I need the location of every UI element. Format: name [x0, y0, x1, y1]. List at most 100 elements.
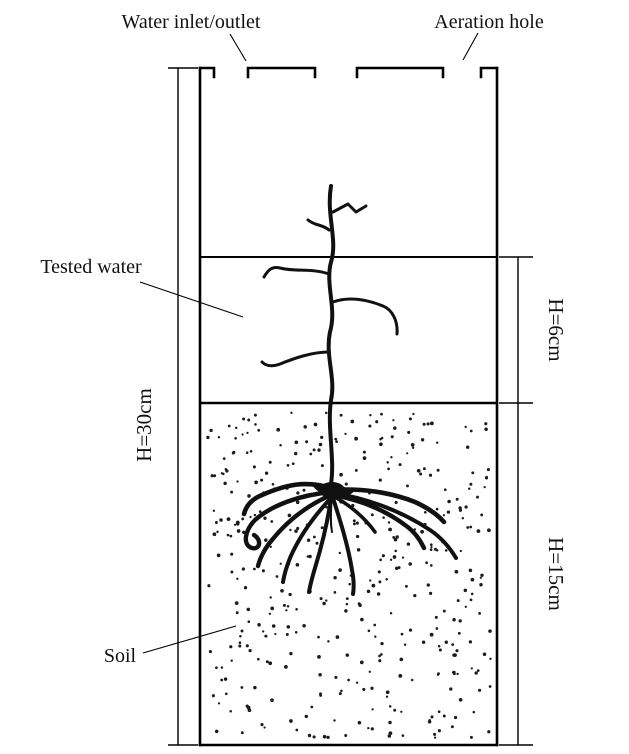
soil-dot	[261, 569, 265, 573]
soil-dot	[355, 534, 360, 539]
soil-dot	[464, 505, 468, 509]
soil-dot	[254, 480, 258, 485]
soil-dot	[374, 635, 377, 638]
soil-dot	[371, 708, 374, 711]
soil-dot	[243, 586, 248, 590]
soil-dot	[302, 624, 306, 628]
soil-dot	[398, 674, 403, 678]
leader-lines	[139, 32, 479, 654]
plant-root	[330, 487, 447, 525]
soil-dot	[442, 514, 446, 517]
soil-dot	[214, 729, 219, 734]
soil-dot	[344, 482, 348, 486]
soil-dot	[422, 467, 426, 471]
soil-dot	[235, 611, 239, 615]
soil-dot	[468, 568, 473, 573]
soil-dot	[348, 582, 351, 586]
soil-dot	[469, 735, 473, 739]
soil-dot	[350, 419, 355, 424]
soil-dot	[284, 665, 288, 669]
soil-dot	[466, 445, 470, 449]
soil-dot	[249, 515, 252, 519]
soil-dot	[216, 553, 221, 558]
soil-dot	[224, 692, 228, 696]
soil-dot	[270, 606, 275, 611]
soil-dot	[407, 430, 411, 434]
soil-dot	[286, 605, 290, 608]
soil-dot	[400, 632, 404, 636]
soil-dot	[469, 525, 473, 529]
soil-dot	[400, 710, 403, 713]
soil-dot	[246, 705, 251, 710]
soil-dot	[241, 433, 244, 436]
soil-dot	[270, 698, 274, 703]
soil-dot	[410, 678, 414, 682]
soil-dot	[408, 562, 412, 566]
soil-dot	[429, 543, 433, 547]
soil-dot	[229, 709, 232, 713]
soil-dot	[375, 420, 379, 424]
soil-dot	[239, 635, 242, 638]
layer-lines	[200, 256, 497, 405]
soil-dot	[252, 465, 256, 469]
soil-dot	[335, 440, 338, 444]
soil-dot	[394, 549, 397, 553]
soil-dot	[212, 509, 216, 512]
soil-dot	[401, 556, 405, 559]
soil-dot	[264, 471, 269, 475]
soil-dot	[393, 537, 398, 542]
soil-dot	[420, 529, 424, 534]
soil-dot	[379, 442, 383, 447]
soil-dot	[388, 720, 392, 725]
soil-dot	[226, 517, 231, 521]
soil-dot	[312, 448, 316, 452]
soil-dot	[294, 440, 299, 445]
soil-dot	[476, 495, 479, 499]
soil-dot	[219, 518, 223, 522]
soil-dot	[339, 413, 343, 417]
soil-dot	[377, 570, 381, 574]
soil-dot	[362, 687, 366, 691]
soil-dot	[234, 601, 239, 605]
soil-dot	[387, 467, 390, 471]
soil-dot	[366, 589, 371, 594]
soil-dot	[442, 609, 446, 613]
soil-dot	[430, 715, 434, 719]
soil-dot	[356, 548, 361, 552]
soil-dot	[392, 555, 397, 559]
soil-dot	[470, 667, 473, 670]
soil-dot	[322, 734, 327, 739]
soil-dot	[324, 411, 328, 415]
soil-dot	[325, 599, 328, 602]
soil-dot	[296, 526, 300, 531]
soil-dot	[220, 678, 224, 682]
soil-dot	[226, 533, 230, 537]
soil-dot	[464, 425, 467, 429]
soil-dot	[456, 599, 460, 603]
soil-dot	[437, 710, 441, 714]
soil-dot	[236, 577, 239, 580]
soil-dot	[317, 635, 320, 639]
soil-dot	[489, 657, 492, 660]
soil-dot	[258, 510, 262, 513]
label-tested-water: Tested water	[40, 256, 142, 278]
soil-dot	[339, 472, 343, 477]
soil-dot	[233, 523, 237, 526]
soil-dot	[268, 612, 272, 615]
soil-dot	[334, 437, 338, 441]
soil-dot	[427, 720, 432, 724]
soil-dot	[429, 591, 433, 595]
soil-dot	[240, 686, 244, 689]
soil-dot	[433, 736, 437, 739]
soil-dot	[426, 422, 430, 426]
soil-dot	[455, 497, 459, 501]
soil-dot	[389, 558, 393, 561]
soil-dot	[287, 513, 292, 518]
soil-dot	[269, 596, 272, 599]
soil-dot	[289, 719, 293, 723]
soil-dot	[223, 481, 227, 486]
soil-dot	[461, 516, 465, 520]
soil-dot	[288, 592, 292, 597]
soil-dot	[270, 520, 274, 523]
soil-dot	[295, 562, 300, 567]
